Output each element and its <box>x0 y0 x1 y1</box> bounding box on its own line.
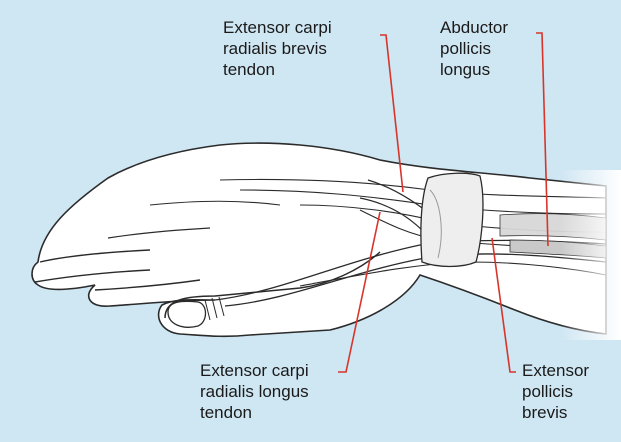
label-line: brevis <box>522 402 589 423</box>
label-line: Extensor carpi <box>223 17 332 38</box>
label-extensor-pollicis-brevis: Extensor pollicis brevis <box>522 360 589 423</box>
label-line: longus <box>440 59 508 80</box>
label-line: Abductor <box>440 17 508 38</box>
label-line: pollicis <box>440 38 508 59</box>
label-extensor-carpi-radialis-longus: Extensor carpi radialis longus tendon <box>200 360 309 423</box>
label-line: Extensor carpi <box>200 360 309 381</box>
label-extensor-carpi-radialis-brevis: Extensor carpi radialis brevis tendon <box>223 17 332 80</box>
forearm-fade <box>560 170 621 340</box>
label-line: tendon <box>223 59 332 80</box>
label-line: tendon <box>200 402 309 423</box>
retinaculum <box>421 173 483 266</box>
label-line: pollicis <box>522 381 589 402</box>
label-line: radialis longus <box>200 381 309 402</box>
label-line: radialis brevis <box>223 38 332 59</box>
thumbnail <box>168 301 206 327</box>
label-line: Extensor <box>522 360 589 381</box>
label-abductor-pollicis-longus: Abductor pollicis longus <box>440 17 508 80</box>
